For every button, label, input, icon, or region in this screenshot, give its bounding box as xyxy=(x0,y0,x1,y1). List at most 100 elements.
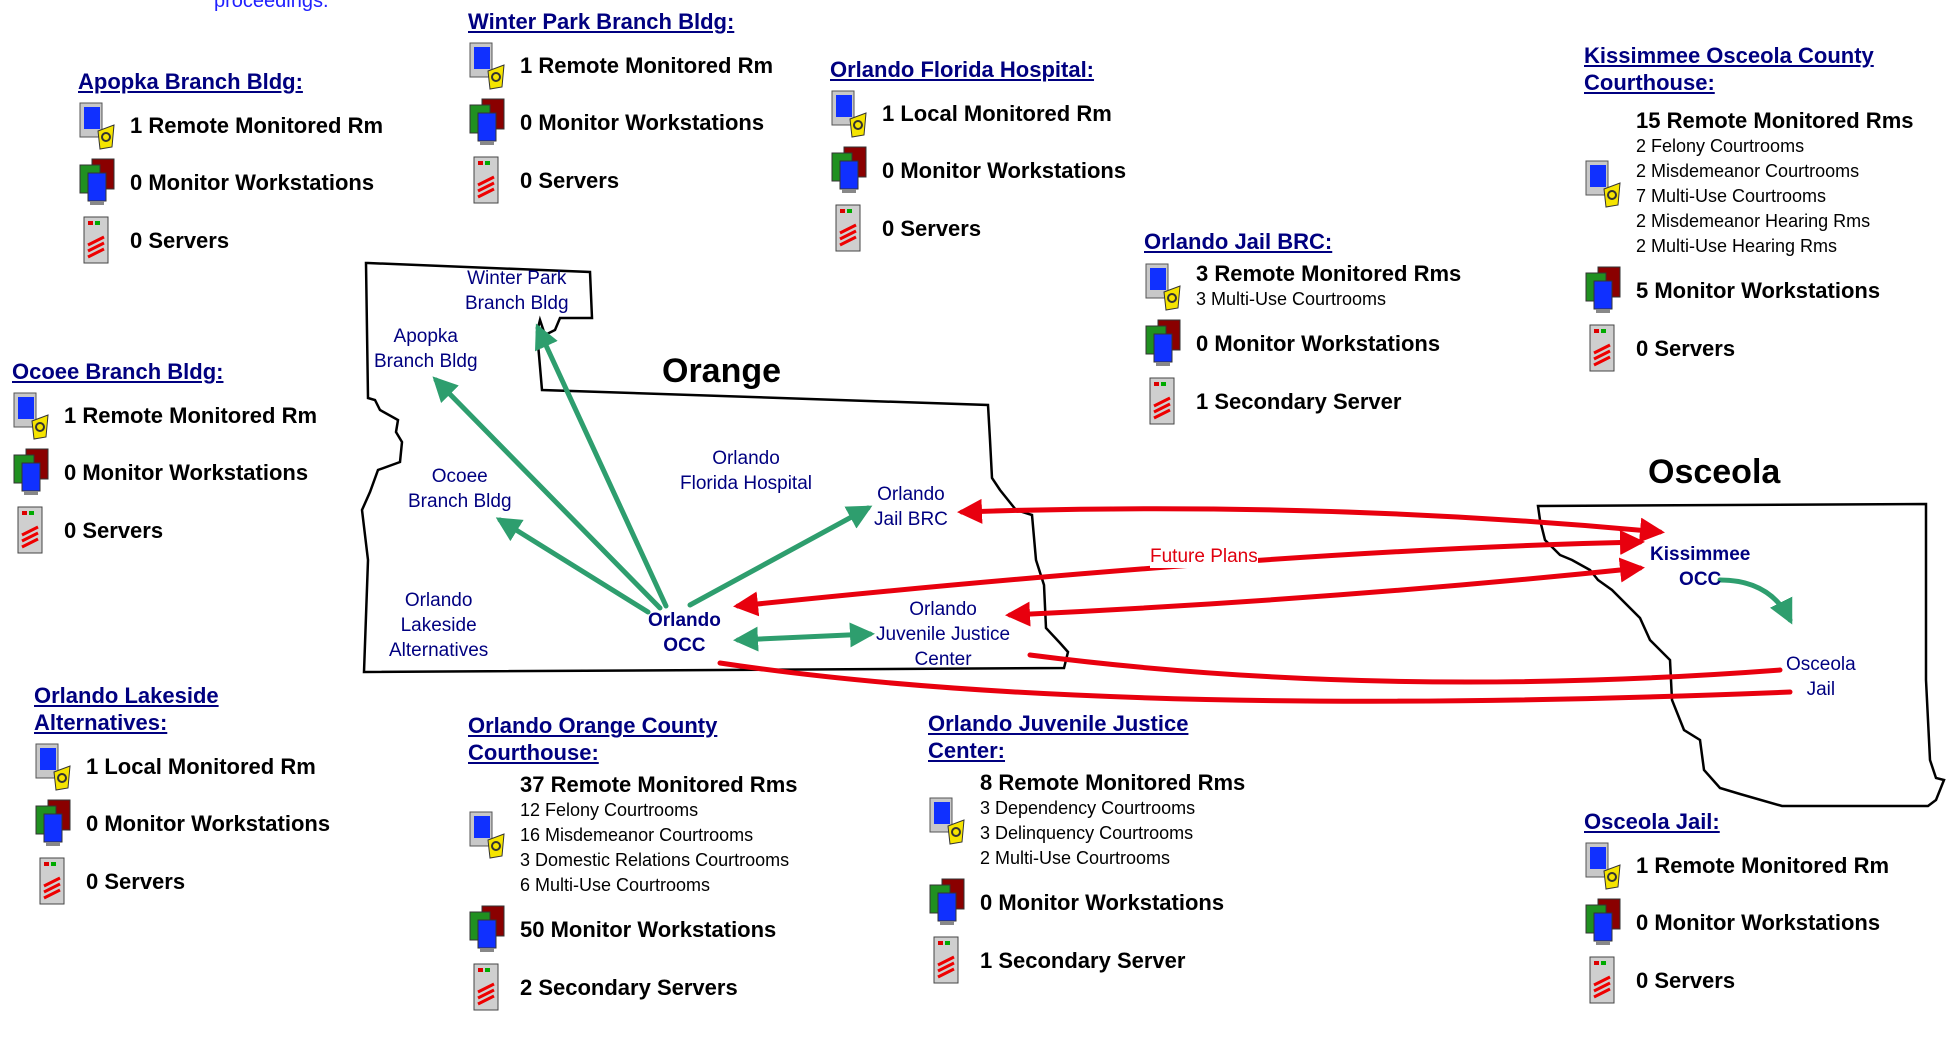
workstations-label: 0 Monitor Workstations xyxy=(1196,331,1441,356)
map-label-lakeside: Orlando Lakeside Alternatives xyxy=(389,588,488,663)
workstation-icon xyxy=(469,98,505,145)
detail-line: 12 Felony Courtrooms xyxy=(520,800,699,820)
location-title[interactable]: Ocoee Branch Bldg: xyxy=(12,359,224,384)
servers-row: 0 Servers xyxy=(12,505,317,557)
server-icon xyxy=(473,963,499,1011)
monitored-room-icon xyxy=(13,392,49,440)
location-title[interactable]: Osceola Jail: xyxy=(1584,809,1720,834)
map-label-line: Ocoee xyxy=(431,466,488,487)
monitored-label: 1 Local Monitored Rm xyxy=(86,754,316,779)
workstation-icon xyxy=(1145,319,1181,366)
map-label-apopka: Apopka Branch Bldg xyxy=(374,324,478,374)
location-title[interactable]: Orlando Jail BRC: xyxy=(1144,229,1333,254)
monitored-label: 1 Remote Monitored Rm xyxy=(64,403,318,428)
server-icon xyxy=(39,857,65,905)
monitored-row: 1 Remote Monitored Rm xyxy=(468,41,773,91)
workstation-icon xyxy=(79,158,115,205)
location-orange-courthouse: Orlando Orange County Courthouse: 37 Rem… xyxy=(468,712,798,1014)
servers-row: 0 Servers xyxy=(468,155,773,207)
map-label-line: Juvenile Justice xyxy=(876,624,1011,645)
map-label-kissimmee-occ: Kissimmee OCC xyxy=(1650,542,1750,592)
workstations-row: 0 Monitor Workstations xyxy=(1584,897,1889,949)
location-title[interactable]: Orlando Lakeside Alternatives: xyxy=(34,683,219,735)
map-label-osceola-jail: Osceola Jail xyxy=(1786,652,1856,702)
workstations-label: 0 Monitor Workstations xyxy=(980,890,1225,915)
workstations-row: 5 Monitor Workstations xyxy=(1584,265,1944,317)
region-osceola-label: Osceola xyxy=(1648,453,1781,491)
red-arrows xyxy=(717,498,1793,704)
monitored-label: 3 Remote Monitored Rms xyxy=(1196,261,1462,286)
location-title[interactable]: Kissimmee Osceola County Courthouse: xyxy=(1584,43,1874,95)
servers-label: 0 Servers xyxy=(64,518,164,543)
servers-label: 0 Servers xyxy=(86,869,186,894)
region-orange-label: Orange xyxy=(662,352,782,390)
monitored-label: 15 Remote Monitored Rms xyxy=(1636,108,1914,133)
workstations-label: 50 Monitor Workstations xyxy=(520,917,777,942)
map-label-line: Orlando xyxy=(877,484,945,505)
workstation-icon xyxy=(1585,266,1621,313)
location-ocoee: Ocoee Branch Bldg: 1 Remote Monitored Rm… xyxy=(12,358,317,557)
detail-line: 2 Multi-Use Courtrooms xyxy=(980,848,1171,868)
detail-line: 3 Multi-Use Courtrooms xyxy=(1196,289,1387,309)
location-juvenile: Orlando Juvenile Justice Center: 8 Remot… xyxy=(928,710,1245,987)
map-label-line: Orlando xyxy=(712,448,780,469)
detail-line: 2 Multi-Use Hearing Rms xyxy=(1636,236,1838,256)
monitored-row: 1 Local Monitored Rm xyxy=(34,742,330,792)
workstation-icon xyxy=(929,878,965,925)
map-label-line: Branch Bldg xyxy=(465,293,569,314)
servers-label: 0 Servers xyxy=(520,168,620,193)
map-label-line: Center xyxy=(914,649,972,670)
map-label-juvenile: Orlando Juvenile Justice Center xyxy=(876,597,1010,672)
map-label-winter-park: Winter Park Branch Bldg xyxy=(465,266,569,316)
detail-line: 2 Misdemeanor Hearing Rms xyxy=(1636,211,1871,231)
workstations-label: 0 Monitor Workstations xyxy=(64,460,309,485)
servers-row: 0 Servers xyxy=(34,856,330,908)
monitored-row: 8 Remote Monitored Rms 3 Dependency Cour… xyxy=(928,770,1245,871)
future-plans-label: Future Plans xyxy=(1150,546,1258,568)
location-osceola-jail: Osceola Jail: 1 Remote Monitored Rm 0 Mo… xyxy=(1584,808,1889,1007)
servers-row: 1 Secondary Server xyxy=(1144,376,1461,428)
servers-row: 0 Servers xyxy=(1584,955,1889,1007)
map-label-line: Alternatives xyxy=(389,640,489,661)
workstations-row: 50 Monitor Workstations xyxy=(468,904,798,956)
monitored-row: 37 Remote Monitored Rms 12 Felony Courtr… xyxy=(468,772,798,898)
location-kissimmee: Kissimmee Osceola County Courthouse: 15 … xyxy=(1584,42,1944,375)
monitored-room-icon xyxy=(35,743,71,791)
map-label-line: Osceola xyxy=(1786,654,1856,675)
location-title[interactable]: Orlando Juvenile Justice Center: xyxy=(928,711,1189,763)
map-label-florida-hospital: Orlando Florida Hospital xyxy=(680,446,812,496)
monitored-room-icon xyxy=(1585,160,1621,208)
workstations-label: 5 Monitor Workstations xyxy=(1636,278,1881,303)
monitored-row: 1 Remote Monitored Rm xyxy=(78,101,383,151)
workstation-icon xyxy=(35,799,71,846)
workstations-row: 0 Monitor Workstations xyxy=(34,798,330,850)
servers-row: 1 Secondary Server xyxy=(928,935,1245,987)
servers-row: 0 Servers xyxy=(830,203,1126,255)
server-icon xyxy=(17,506,43,554)
monitored-room-icon xyxy=(469,811,505,859)
monitored-label: 1 Local Monitored Rm xyxy=(882,101,1112,126)
location-jail-brc: Orlando Jail BRC: 3 Remote Monitored Rms… xyxy=(1144,228,1461,428)
detail-line: 2 Felony Courtrooms xyxy=(1636,136,1805,156)
location-title[interactable]: Apopka Branch Bldg: xyxy=(78,69,303,94)
server-icon xyxy=(933,936,959,984)
location-title[interactable]: Winter Park Branch Bldg: xyxy=(468,9,735,34)
map-label-line: Orlando xyxy=(404,590,473,611)
servers-row: 2 Secondary Servers xyxy=(468,962,798,1014)
location-title[interactable]: Orlando Orange County Courthouse: xyxy=(468,713,718,765)
monitored-label: 8 Remote Monitored Rms xyxy=(980,770,1246,795)
map-label-line: Jail xyxy=(1806,679,1836,700)
workstation-icon xyxy=(469,905,505,952)
monitored-room-icon xyxy=(1145,263,1181,311)
monitored-room-icon xyxy=(469,42,505,90)
workstations-label: 0 Monitor Workstations xyxy=(1636,910,1881,935)
workstations-label: 0 Monitor Workstations xyxy=(520,110,765,135)
map-label-line: Apopka xyxy=(393,326,458,347)
location-title[interactable]: Orlando Florida Hospital: xyxy=(830,57,1095,82)
detail-line: 2 Misdemeanor Courtrooms xyxy=(1636,161,1860,181)
servers-row: 0 Servers xyxy=(1584,323,1944,375)
monitored-row: 3 Remote Monitored Rms 3 Multi-Use Court… xyxy=(1144,261,1461,312)
server-icon xyxy=(1589,324,1615,372)
server-icon xyxy=(1149,377,1175,425)
